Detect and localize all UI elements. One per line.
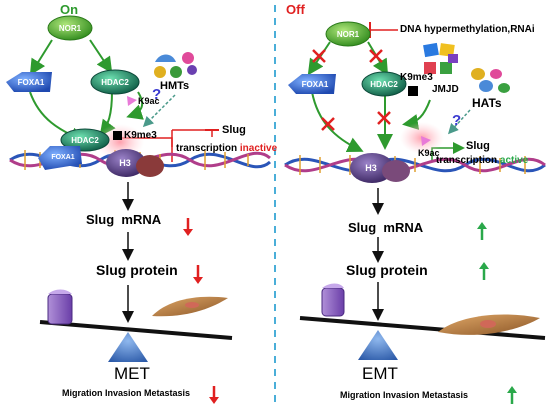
jmjd-label: JMJD <box>432 84 459 95</box>
arrow-hmts-dashed <box>142 94 176 128</box>
transcription-word-left: transcription <box>176 143 238 154</box>
mesenchymal-cell-right <box>438 314 540 335</box>
foxa1-node-right <box>288 74 336 94</box>
nor1-node-right <box>325 21 371 47</box>
slug-label-right: Slug <box>466 140 490 152</box>
transcription-left: transcription inactive <box>176 143 277 154</box>
hmts-label: HMTs <box>160 80 190 92</box>
h3-histone-right <box>350 153 394 183</box>
right-state-title: Off <box>286 2 305 17</box>
k9me3-label: K9me3 <box>124 130 157 141</box>
mrna-gene-left: Slug <box>86 212 115 227</box>
arrow-k9ac-removal <box>126 91 144 120</box>
hdac2-label: HDAC2 <box>101 77 129 87</box>
hdac2-node-right <box>361 71 407 97</box>
x-mark-nor1-foxa1 <box>312 49 326 63</box>
hdac2-bound-label: HDAC2 <box>71 135 99 145</box>
x-mark-foxa1 <box>321 117 335 131</box>
transcription-right: transcription active <box>436 155 528 166</box>
mrna-word-left: mRNA <box>121 212 162 227</box>
nor1-label-right: NOR1 <box>336 29 360 39</box>
epithelial-cell-left <box>47 289 73 325</box>
mesenchymal-cell-left <box>152 296 228 317</box>
jmjd-icon <box>423 42 458 74</box>
question-mark-left: ? <box>152 86 162 103</box>
phenotype-right: Migration Invasion Metastasis <box>340 390 469 400</box>
phenotype-left: Migration Invasion Metastasis <box>62 388 191 398</box>
right-panel <box>284 21 546 404</box>
foxa1-label: FOXA1 <box>17 77 45 87</box>
hdac2-bound <box>60 128 110 152</box>
k9ac-mark <box>127 96 137 106</box>
hmts-icon <box>154 52 197 78</box>
arrow-nor1-hdac2 <box>89 39 113 74</box>
outcome-emt: EMT <box>362 364 398 383</box>
k9ac-mark-right <box>421 136 431 146</box>
slug-protein-left: Slug protein <box>96 262 178 278</box>
status-inactive: inactive <box>239 143 278 154</box>
k9me3-mark-right <box>408 86 418 96</box>
k9ac-label: K9ac <box>138 96 160 106</box>
outcome-met: MET <box>114 364 150 383</box>
epithelial-cell-right <box>321 283 345 317</box>
seesaw-beam-right <box>299 316 546 340</box>
nor1-label: NOR1 <box>58 23 82 33</box>
arrow-nor1-foxa1 <box>29 39 53 76</box>
x-mark-nor1-hdac2 <box>369 49 383 63</box>
arrow-k9me3-removal <box>402 99 431 130</box>
k9ac-label-right: K9ac <box>418 148 440 158</box>
foxa1-bound-label: FOXA1 <box>51 153 75 161</box>
left-state-title: On <box>60 2 79 17</box>
seesaw-fulcrum-right <box>358 330 398 360</box>
mrna-gene-right: Slug <box>348 220 377 235</box>
slug-protein-right: Slug protein <box>346 262 428 278</box>
dna-helix-right <box>284 155 546 175</box>
x-mark-hdac2 <box>377 111 391 125</box>
seesaw-beam-left <box>39 320 233 340</box>
h3-label-left: H3 <box>119 158 131 168</box>
k9me3-mark <box>113 131 122 140</box>
hats-icon <box>471 68 510 93</box>
slug-label-left: Slug <box>222 124 246 136</box>
hdac2-label-right: HDAC2 <box>370 79 398 89</box>
hats-label: HATs <box>472 96 502 110</box>
slug-mrna-right: Slug mRNA <box>348 220 423 235</box>
foxa1-bound <box>38 146 82 170</box>
status-active: active <box>499 155 529 166</box>
slug-mrna-left: Slug mRNA <box>86 212 161 227</box>
foxa1-label-right: FOXA1 <box>301 79 329 89</box>
transcription-word-right: transcription <box>436 155 498 166</box>
h3-histone <box>106 149 146 177</box>
left-panel <box>6 15 272 404</box>
nor1-node <box>47 15 93 41</box>
silencing-label: DNA hypermethylation,RNAi <box>400 24 535 35</box>
k9me3-label-right: K9me3 <box>400 72 433 83</box>
hdac2-node <box>90 69 140 95</box>
h3-label-right: H3 <box>365 163 377 173</box>
mrna-word-right: mRNA <box>383 220 424 235</box>
question-mark-right: ? <box>452 112 462 129</box>
foxa1-node <box>6 72 52 92</box>
seesaw-fulcrum-left <box>108 332 148 362</box>
